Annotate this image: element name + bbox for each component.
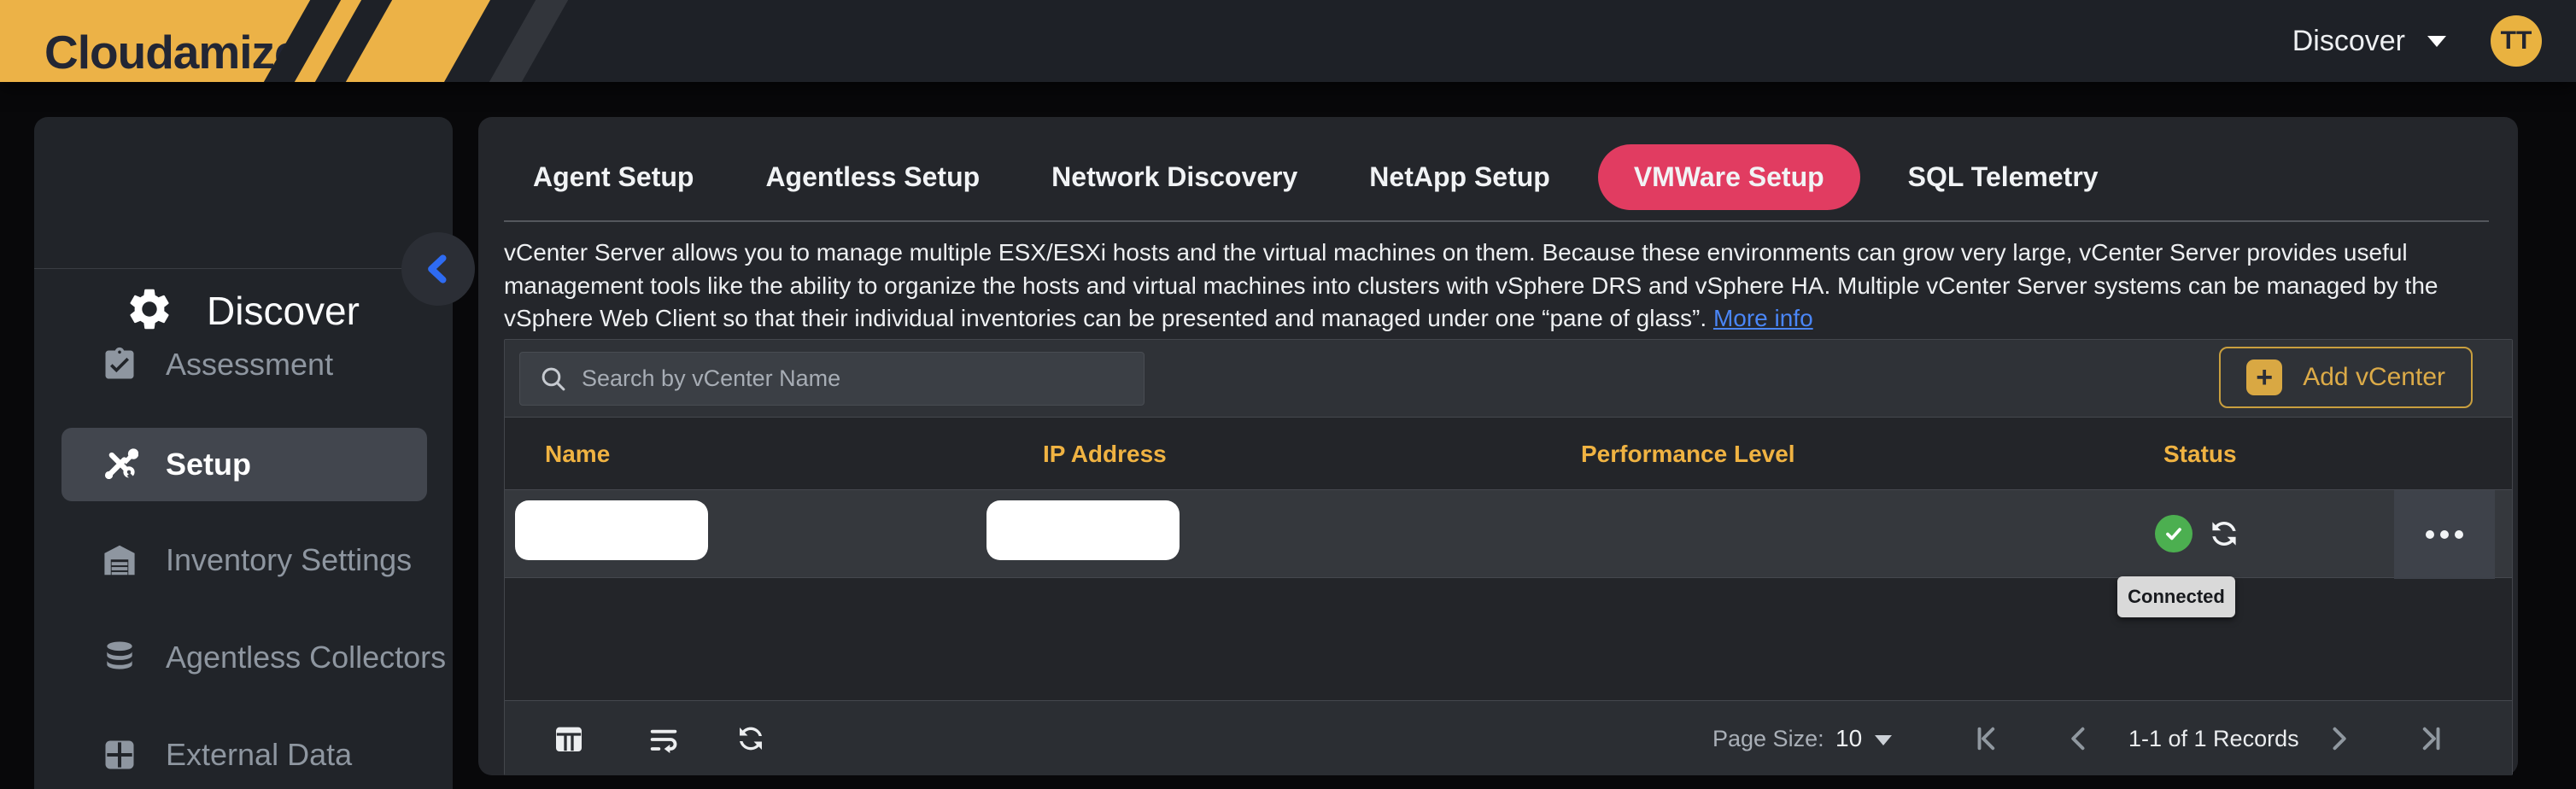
ellipsis-icon (2426, 530, 2434, 539)
table-toolbar: + Add vCenter (505, 340, 2512, 418)
tab-agent-setup[interactable]: Agent Setup (533, 161, 694, 192)
column-header-ip-address: IP Address (1043, 441, 1167, 467)
brand-wordmark: Cloudamize™ (44, 0, 317, 82)
sidebar-collapse-button[interactable] (401, 232, 475, 306)
sidebar-item-label: Agentless Collectors (166, 640, 447, 675)
status-connected-icon[interactable] (2155, 515, 2193, 552)
records-count: 1-1 of 1 Records (2128, 726, 2299, 751)
gear-icon (130, 289, 169, 330)
warehouse-icon (104, 545, 135, 576)
more-info-link[interactable]: More info (1712, 305, 1813, 331)
database-icon (107, 641, 132, 669)
table-row (505, 489, 2512, 579)
sidebar-item-label: Assessment (166, 347, 334, 382)
refresh-connection-icon[interactable] (2206, 516, 2242, 552)
setup-tabs: Agent Setup Agentless Setup Network Disc… (533, 143, 2099, 210)
ellipsis-icon (2455, 530, 2463, 539)
column-header-name: Name (545, 441, 611, 467)
previous-page-button[interactable] (2064, 723, 2094, 754)
add-vcenter-label: Add vCenter (2303, 363, 2445, 391)
tab-network-discovery[interactable]: Network Discovery (1051, 161, 1298, 192)
plus-icon: + (2246, 359, 2283, 395)
search-icon (542, 367, 565, 390)
logo-slash-dim (489, 0, 569, 82)
sidebar-divider (34, 268, 453, 269)
clipboard-check-icon (105, 347, 134, 379)
redacted-ip-value (986, 500, 1180, 560)
sidebar: Discover Assessment Setup (34, 117, 475, 789)
redacted-name-value (515, 500, 708, 560)
refresh-table-icon[interactable] (734, 722, 768, 756)
sidebar-item-external-data[interactable]: External Data (61, 718, 427, 789)
user-avatar[interactable]: TT (2491, 15, 2542, 67)
next-page-button[interactable] (2323, 723, 2354, 754)
main-panel: Agent Setup Agentless Setup Network Disc… (478, 117, 2518, 775)
table-grid-icon (105, 740, 134, 769)
vcenter-table: + Add vCenter Name IP Address Performanc… (504, 339, 2513, 775)
last-page-button[interactable] (2416, 723, 2447, 754)
ellipsis-icon (2440, 530, 2449, 539)
tab-agentless-setup[interactable]: Agentless Setup (765, 161, 981, 192)
sidebar-item-agentless-collectors[interactable]: Agentless Collectors (61, 621, 446, 694)
chevron-down-icon[interactable] (1875, 735, 1892, 745)
page-size-select[interactable]: 10 (1835, 725, 1863, 751)
add-vcenter-button[interactable]: + Add vCenter (2219, 347, 2473, 408)
sidebar-item-label: External Data (166, 737, 353, 772)
cloudamize-logo: Cloudamize™ (0, 0, 490, 82)
search-input[interactable] (582, 353, 1144, 405)
sidebar-item-setup[interactable]: Setup (61, 428, 427, 501)
description-text: vCenter Server allows you to manage mult… (504, 239, 2438, 331)
top-bar: Cloudamize™ Discover TT (0, 0, 2576, 82)
tab-netapp-setup[interactable]: NetApp Setup (1369, 161, 1550, 192)
sidebar-item-label: Inventory Settings (166, 542, 413, 577)
search-box (519, 352, 1145, 406)
tab-sql-telemetry[interactable]: SQL Telemetry (1907, 161, 2099, 192)
columns-icon[interactable] (552, 722, 586, 756)
table-footer: Page Size: 10 1-1 of 1 Records (505, 700, 2512, 775)
app-switcher-menu[interactable]: Discover (2292, 25, 2446, 58)
column-header-performance-level: Performance Level (1581, 441, 1795, 467)
chevron-down-icon (2427, 35, 2446, 47)
chevron-left-icon (428, 254, 447, 283)
sidebar-item-assessment[interactable]: Assessment (61, 328, 427, 401)
vcenter-description: vCenter Server allows you to manage mult… (504, 237, 2518, 336)
tools-icon (104, 448, 138, 482)
topbar-right: Discover TT (2292, 0, 2542, 82)
wrap-text-icon[interactable] (647, 722, 681, 756)
app-switcher-label: Discover (2292, 24, 2405, 57)
sidebar-item-inventory-settings[interactable]: Inventory Settings (61, 523, 427, 597)
page-size-label: Page Size: (1712, 726, 1824, 751)
sidebar-title: Discover (207, 289, 360, 333)
tabs-divider (504, 220, 2489, 222)
first-page-button[interactable] (1970, 723, 2001, 754)
column-header-status: Status (2163, 441, 2237, 467)
row-actions-menu-button[interactable] (2394, 490, 2495, 579)
status-tooltip: Connected (2117, 576, 2235, 617)
sidebar-item-label: Setup (166, 447, 252, 482)
tab-vmware-setup[interactable]: VMWare Setup (1597, 143, 1860, 210)
check-icon (2166, 528, 2181, 541)
